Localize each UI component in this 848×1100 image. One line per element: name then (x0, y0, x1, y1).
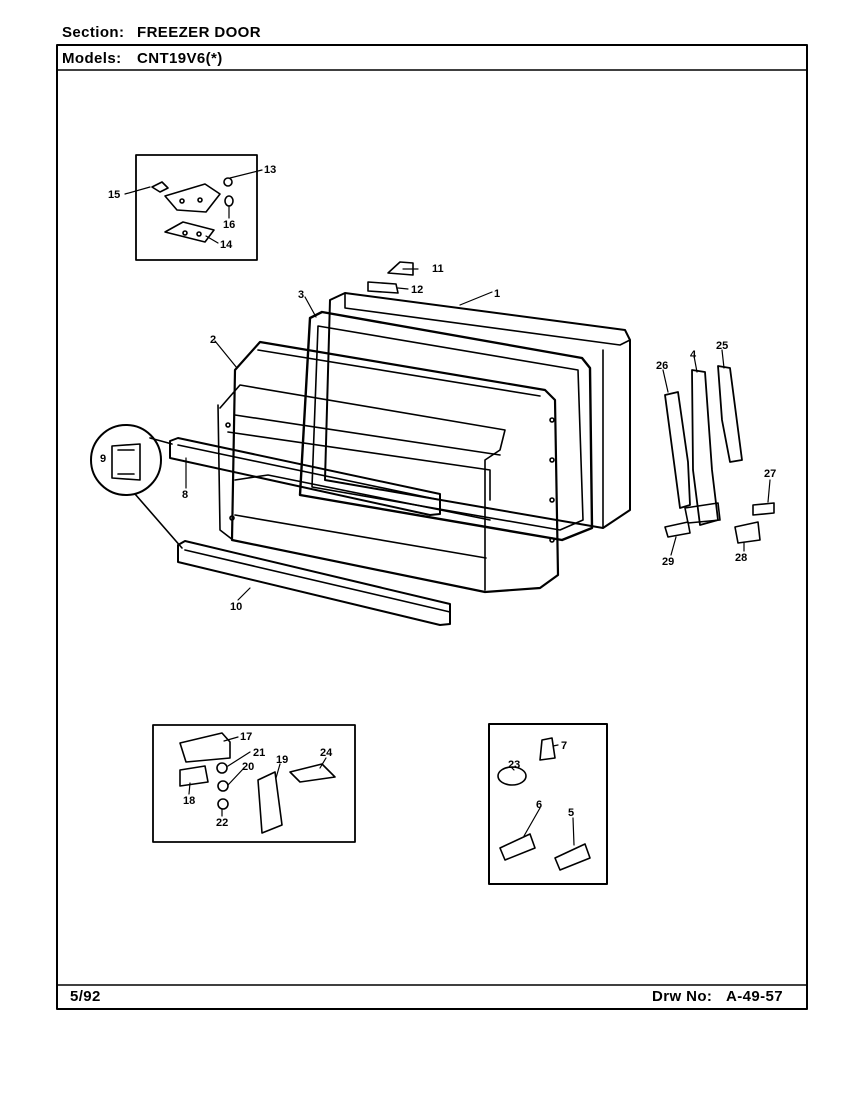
callout-21: 21 (253, 747, 265, 759)
outer-door-panel (324, 261, 631, 529)
footer-date: 5/92 (70, 988, 101, 1005)
callout-26: 26 (656, 360, 668, 372)
inner-door-liner (217, 340, 560, 594)
callout-labels: 1 2 3 4 5 6 7 8 9 10 11 12 13 14 15 16 1… (100, 164, 776, 829)
callout-12: 12 (411, 284, 423, 296)
diagram-frame (56, 44, 808, 1010)
callout-13: 13 (264, 164, 276, 176)
callout-15: 15 (108, 189, 120, 201)
callout-16: 16 (223, 219, 235, 231)
callout-23: 23 (508, 759, 520, 771)
callout-6: 6 (536, 799, 542, 811)
callout-18: 18 (183, 795, 195, 807)
callout-7: 7 (561, 740, 567, 752)
door-gasket (298, 310, 594, 542)
bottom-hinge-inset (152, 724, 356, 843)
models-value: CNT19V6(*) (137, 50, 223, 67)
callout-14: 14 (220, 239, 233, 251)
callout-1: 1 (494, 288, 500, 300)
leader-lines (124, 169, 771, 846)
callout-8: 8 (182, 489, 188, 501)
callout-22: 22 (216, 817, 228, 829)
callout-27: 27 (764, 468, 776, 480)
hinge-inset (135, 154, 258, 261)
callout-9: 9 (100, 453, 106, 465)
section-value: FREEZER DOOR (137, 24, 261, 41)
section-label: Section: (62, 24, 125, 41)
drawing-number: A-49-57 (726, 988, 783, 1005)
lower-shelf-bar (177, 540, 451, 626)
callout-25: 25 (716, 340, 728, 352)
callout-17: 17 (240, 731, 252, 743)
models-label: Models: (62, 50, 122, 67)
callout-19: 19 (276, 754, 288, 766)
callout-11: 11 (432, 263, 444, 275)
callout-20: 20 (242, 761, 254, 773)
drawing-label: Drw No: (652, 988, 713, 1005)
callout-5: 5 (568, 807, 574, 819)
shelf-bar (169, 437, 441, 516)
callout-24: 24 (320, 747, 333, 759)
handle-parts (664, 365, 775, 544)
callout-2: 2 (210, 334, 216, 346)
callout-28: 28 (735, 552, 747, 564)
door-stop-inset (488, 723, 608, 885)
shelf-clip-detail (90, 424, 183, 549)
callout-4: 4 (690, 349, 697, 361)
callout-3: 3 (298, 289, 304, 301)
callout-29: 29 (662, 556, 674, 568)
callout-10: 10 (230, 601, 242, 613)
